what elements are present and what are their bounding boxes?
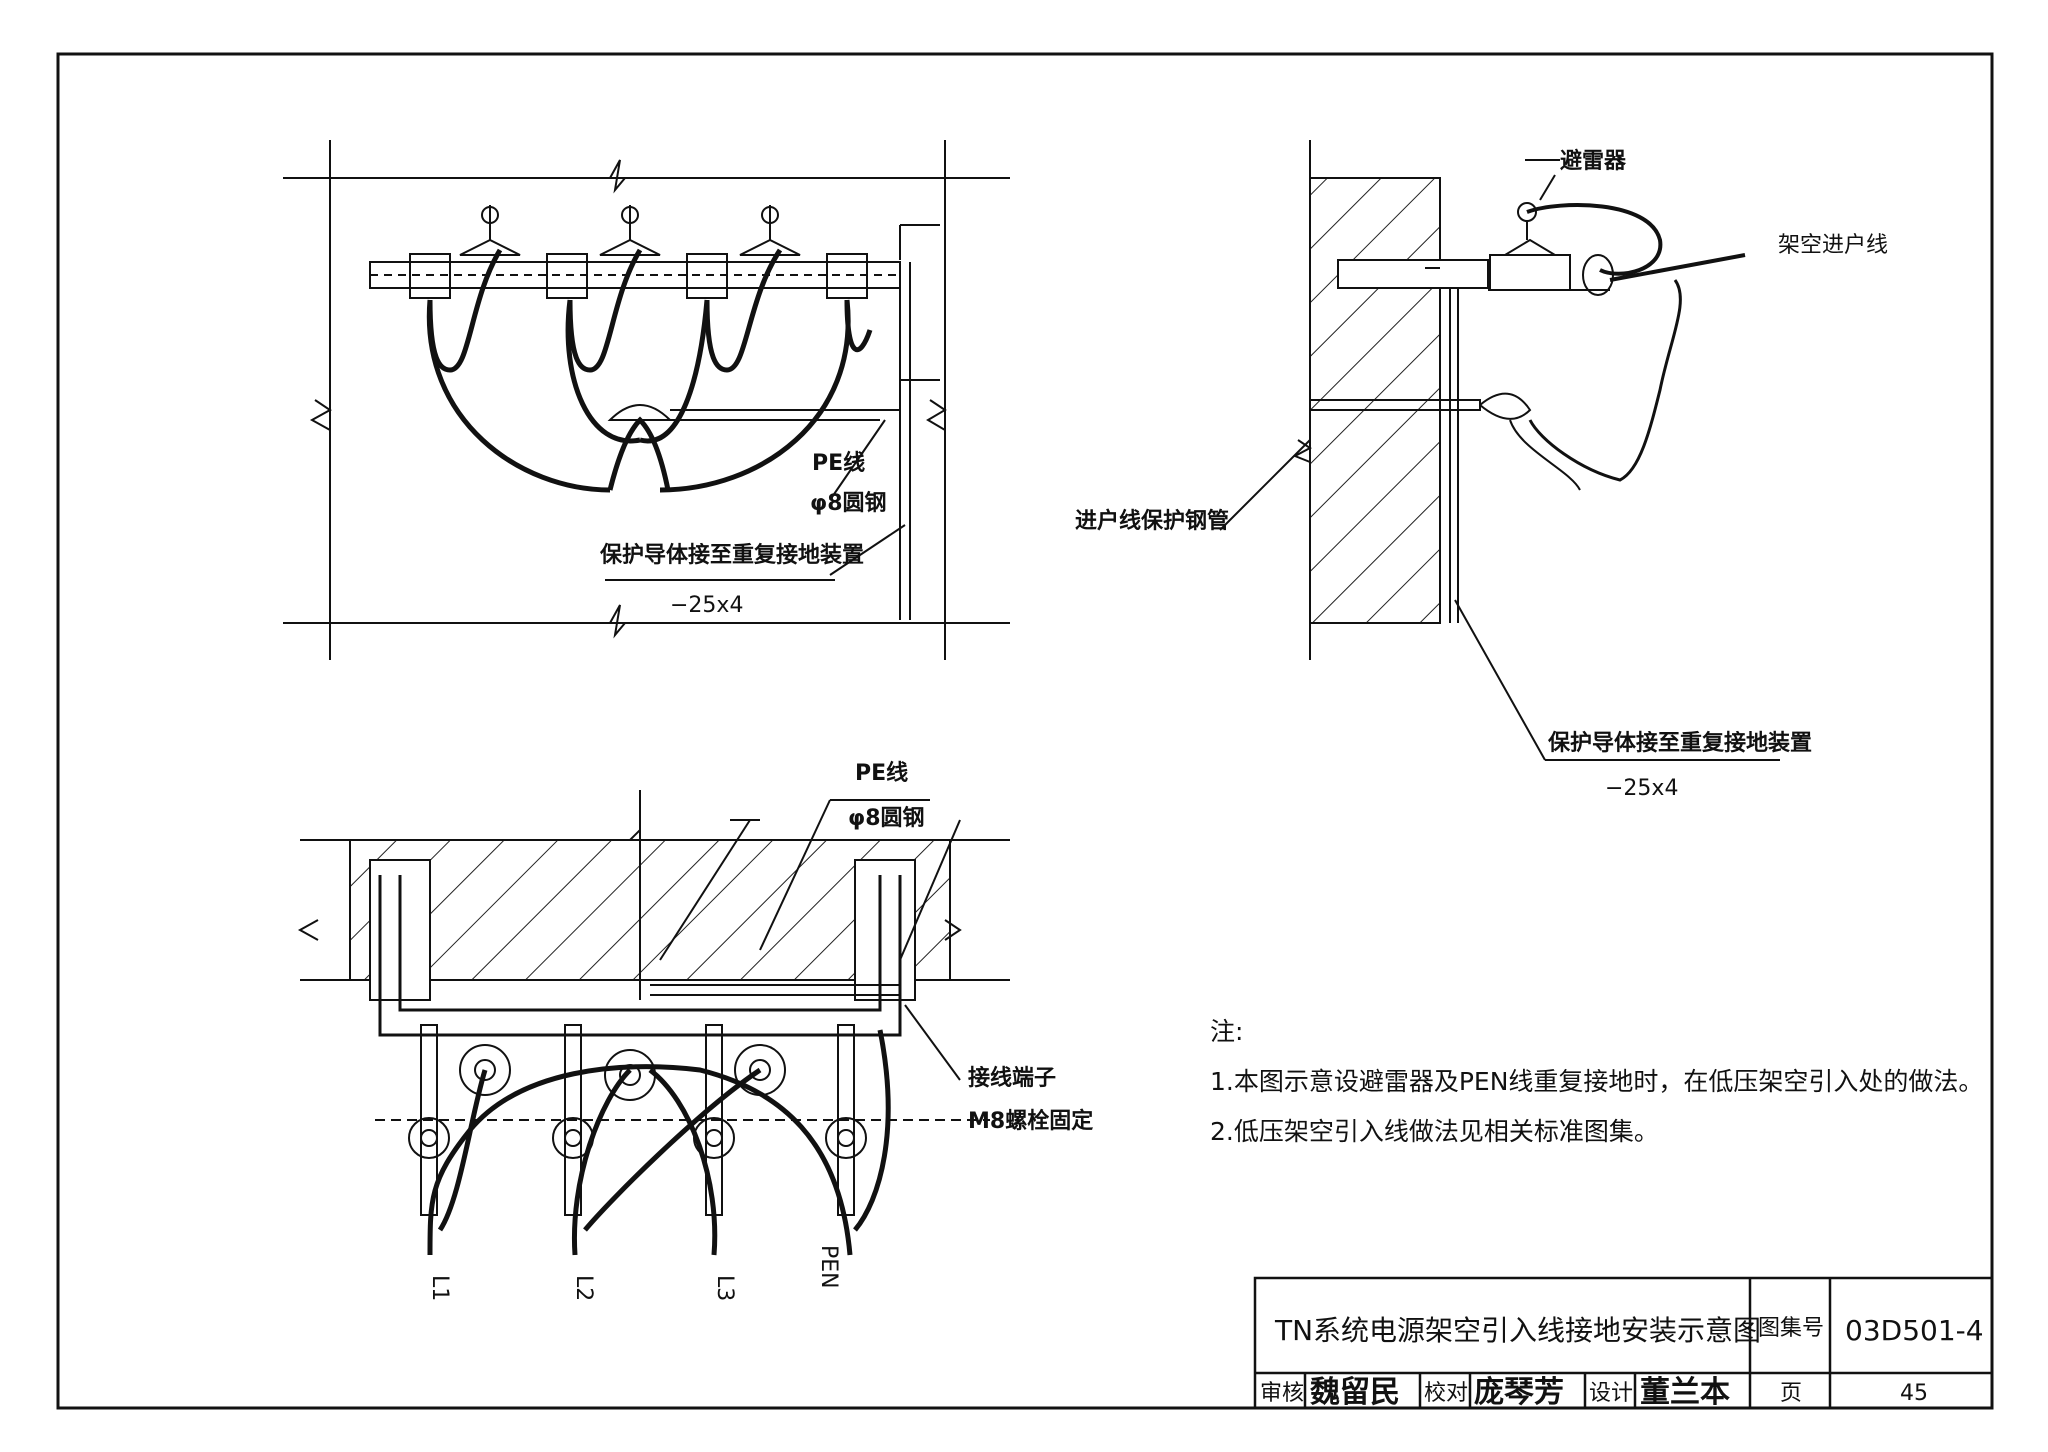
tl-size-label: −25x4: [670, 593, 743, 618]
tl-steel-label: φ8圆钢: [810, 490, 887, 516]
wire-label-pen: PEN: [816, 1245, 841, 1289]
tr-size-label: −25x4: [1605, 776, 1678, 801]
design-label: 设计: [1589, 1381, 1633, 1406]
bl-pe-label: PE线: [855, 760, 908, 786]
title-block: [1253, 1276, 1994, 1410]
tr-overhead-label: 架空进户线: [1778, 233, 1888, 258]
tl-conductor-label: 保护导体接至重复接地装置: [599, 542, 864, 568]
page-label: 页: [1780, 1381, 1802, 1406]
notes-heading: 注:: [1210, 1017, 1243, 1046]
drawing-frame: [56, 52, 1994, 1410]
wire-label-l3: L3: [712, 1275, 737, 1301]
wire-label-l1: L1: [427, 1275, 452, 1301]
bl-terminal-label: 接线端子: [968, 1065, 1056, 1091]
note-1: 1.本图示意设避雷器及PEN线重复接地时，在低压架空引入处的做法。: [1210, 1067, 1983, 1096]
drawing-title: TN系统电源架空引入线接地安装示意图: [1274, 1314, 1761, 1347]
atlas-no: 03D501-4: [1845, 1314, 1984, 1347]
top-right-view: [1219, 140, 1780, 761]
reviewer-signature: 魏留民: [1310, 1375, 1400, 1410]
bottom-left-view: [297, 790, 1010, 1256]
note-2: 2.低压架空引入线做法见相关标准图集。: [1210, 1117, 1659, 1146]
page-number: 45: [1900, 1381, 1928, 1406]
review-label: 审核: [1260, 1381, 1304, 1406]
tr-conductor-label: 保护导体接至重复接地装置: [1547, 730, 1812, 756]
atlas-no-label: 图集号: [1758, 1316, 1824, 1341]
top-left-view: [283, 140, 1010, 660]
tl-pe-label: PE线: [812, 450, 865, 476]
designer-signature: 董兰本: [1640, 1375, 1730, 1410]
bl-bolt-label: M8螺栓固定: [968, 1108, 1093, 1134]
checker-signature: 庞琴芳: [1474, 1375, 1564, 1410]
check-label: 校对: [1424, 1381, 1468, 1406]
tr-pipe-label: 进户线保护钢管: [1075, 508, 1229, 534]
wire-label-l2: L2: [571, 1275, 596, 1301]
bl-steel-label: φ8圆钢: [848, 805, 925, 831]
tr-arrester-label: 避雷器: [1560, 148, 1627, 174]
